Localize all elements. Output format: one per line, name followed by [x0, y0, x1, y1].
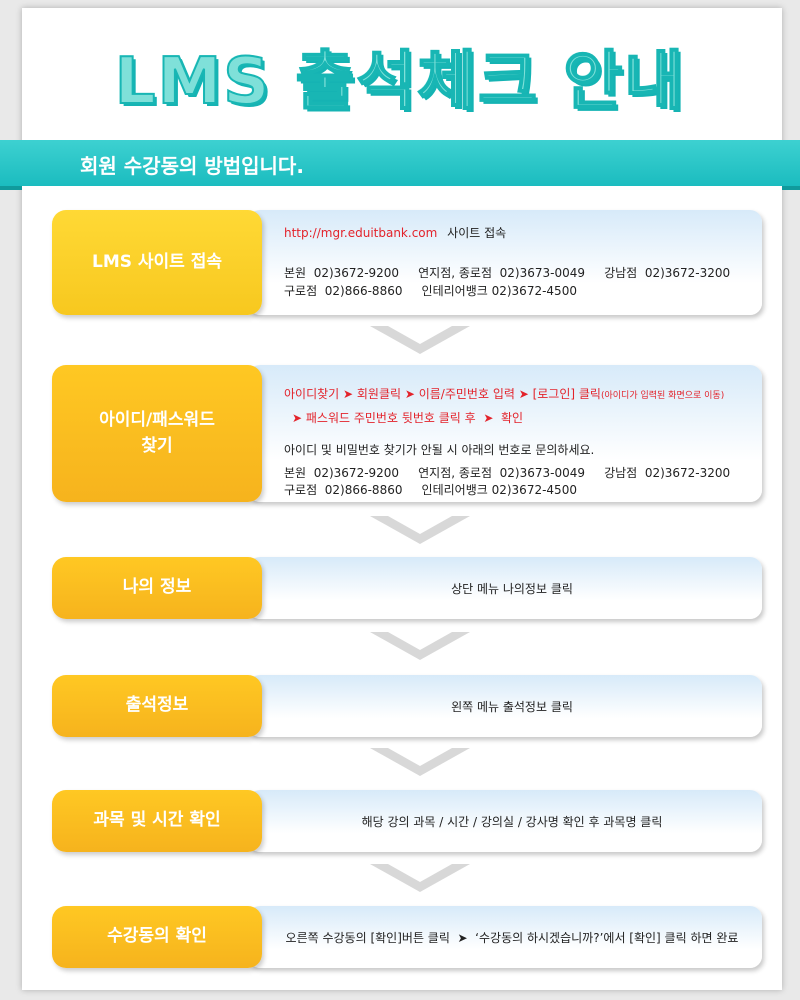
- step-content: 해당 강의 과목 / 시간 / 강의실 / 강사명 확인 후 과목명 클릭: [248, 790, 762, 852]
- chevron-down-icon: [370, 632, 470, 660]
- step-label-line: 찾기: [141, 435, 173, 456]
- contact-line: 본원 02)3672-9200 연지점, 종로점 02)3673-0049 강남…: [284, 266, 731, 280]
- step-label: 아이디/패스워드 찾기: [52, 365, 262, 502]
- chevron-down-icon: [370, 326, 470, 354]
- step-text: 해당 강의 과목 / 시간 / 강의실 / 강사명 확인 후 과목명 클릭: [361, 814, 663, 829]
- instruction-note: (아이디가 입력된 화면으로 이동): [600, 391, 725, 401]
- step-label: LMS 사이트 접속: [52, 210, 262, 315]
- help-note: 아이디 및 비밀번호 찾기가 안될 시 아래의 번호로 문의하세요.: [284, 443, 595, 457]
- chevron-down-icon: [370, 516, 470, 544]
- chevron-down-icon: [370, 864, 470, 892]
- step-label: 출석정보: [52, 675, 262, 737]
- page-title: LMS 출석체크 안내: [114, 44, 686, 120]
- contact-line: 구로점 02)866-8860 인테리어뱅크 02)3672-4500: [284, 483, 577, 497]
- step-content: 아이디찾기 ➤ 회원클릭 ➤ 이름/주민번호 입력 ➤ [로그인] 클릭(아이디…: [248, 365, 762, 502]
- site-url-link[interactable]: http://mgr.eduitbank.com: [284, 226, 438, 240]
- contact-line: 본원 02)3672-9200 연지점, 종로점 02)3673-0049 강남…: [284, 466, 731, 480]
- section-banner: 회원 수강동의 방법입니다.: [0, 140, 800, 190]
- step-content: http://mgr.eduitbank.com 사이트 접속 본원 02)36…: [248, 210, 762, 315]
- banner-text: 회원 수강동의 방법입니다.: [80, 154, 304, 178]
- step-text: 오른쪽 수강동의 [확인]버튼 클릭 ➤ ‘수강동의 하시겠습니까?’에서 [확…: [285, 930, 739, 945]
- step-text: 왼쪽 메뉴 출석정보 클릭: [451, 699, 573, 714]
- site-url-suffix: 사이트 접속: [447, 226, 507, 240]
- chevron-down-icon: [370, 748, 470, 776]
- step-text: 상단 메뉴 나의정보 클릭: [451, 581, 573, 596]
- step-content: 오른쪽 수강동의 [확인]버튼 클릭 ➤ ‘수강동의 하시겠습니까?’에서 [확…: [248, 906, 762, 968]
- contact-line: 구로점 02)866-8860 인테리어뱅크 02)3672-4500: [284, 284, 577, 298]
- step-label: 과목 및 시간 확인: [52, 790, 262, 852]
- step-label-line: 아이디/패스워드: [99, 410, 215, 430]
- step-label: 수강동의 확인: [52, 906, 262, 968]
- instruction-line: ➤ 패스워드 주민번호 뒷번호 클릭 후 ➤ 확인: [292, 411, 524, 425]
- step-label: 나의 정보: [52, 557, 262, 619]
- instruction-line: 아이디찾기 ➤ 회원클릭 ➤ 이름/주민번호 입력 ➤ [로그인] 클릭: [284, 387, 601, 401]
- step-content: 왼쪽 메뉴 출석정보 클릭: [248, 675, 762, 737]
- step-content: 상단 메뉴 나의정보 클릭: [248, 557, 762, 619]
